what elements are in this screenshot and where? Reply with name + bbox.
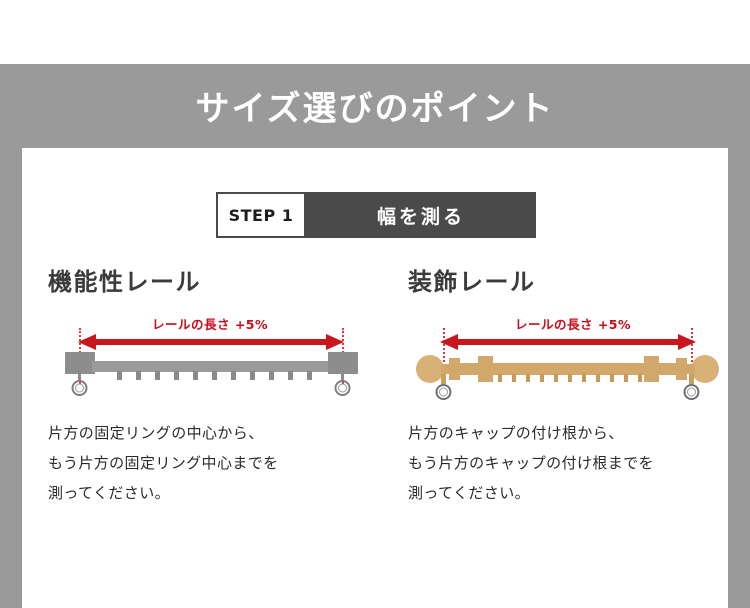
pole-ring: [512, 374, 516, 382]
measure-arrow-right: [440, 334, 696, 350]
measure-label-right: レールの長さ +5%: [514, 317, 632, 332]
caption-functional: 片方の固定リングの中心から、 もう片方の固定リング中心までを 測ってください。: [48, 418, 378, 508]
column-decorative-rail: 装飾レール レールの長さ +5%: [408, 266, 738, 508]
decorative-pole: [458, 363, 680, 375]
caption-line: 片方の固定リングの中心から、: [48, 424, 264, 442]
rail-hook: [193, 371, 198, 380]
step-number-badge: STEP 1: [216, 192, 306, 238]
rail-hook: [155, 371, 160, 380]
rail-end-cap-left: [65, 352, 95, 374]
caption-line: 片方のキャップの付け根から、: [408, 424, 624, 442]
pole-ring: [624, 374, 628, 382]
guide-line-right-end: [691, 328, 693, 378]
caption-line: もう片方のキャップの付け根までを: [408, 454, 654, 472]
diagram-decorative-rail: レールの長さ +5%: [408, 308, 738, 418]
pole-ring: [582, 374, 586, 382]
rail-hook: [212, 371, 217, 380]
measure-label-left: レールの長さ +5%: [151, 317, 269, 332]
caption-line: 測ってください。: [48, 484, 171, 502]
step-title-badge: 幅を測る: [306, 192, 536, 238]
pole-ring: [540, 374, 544, 382]
bracket-right: [676, 358, 687, 380]
pole-ring: [498, 374, 502, 382]
pole-ring: [526, 374, 530, 382]
column-heading-functional: 機能性レール: [48, 268, 201, 296]
finial-neck-right: [685, 364, 695, 374]
pole-ring: [638, 374, 642, 382]
rail-hook: [307, 371, 312, 380]
fixed-ring-left: [71, 370, 88, 396]
pole-ring: [610, 374, 614, 382]
fixed-ring-right: [334, 370, 351, 396]
cap-root-ring-left: [435, 374, 452, 400]
measure-arrow-left: [78, 334, 344, 350]
rail-hook: [136, 371, 141, 380]
pole-ring: [568, 374, 572, 382]
cap-root-ring-right: [683, 374, 700, 400]
bracket-left: [449, 358, 460, 380]
rail-end-cap-right: [328, 352, 358, 374]
column-heading-decorative: 装飾レール: [408, 268, 536, 296]
finial-ball-left: [416, 355, 444, 383]
rail-hook: [174, 371, 179, 380]
rail-hook: [250, 371, 255, 380]
rail-hook: [288, 371, 293, 380]
rail-bar: [92, 361, 332, 372]
pole-ring: [554, 374, 558, 382]
finial-ball-right: [691, 355, 719, 383]
pole-ring: [596, 374, 600, 382]
rail-hook: [231, 371, 236, 380]
rail-hook: [117, 371, 122, 380]
finial-neck-left: [441, 364, 451, 374]
caption-line: もう片方の固定リング中心までを: [48, 454, 279, 472]
rail-hook: [269, 371, 274, 380]
column-functional-rail: 機能性レール レールの長さ +5%: [48, 266, 378, 508]
caption-decorative: 片方のキャップの付け根から、 もう片方のキャップの付け根までを 測ってください。: [408, 418, 738, 508]
content-panel: STEP 1 幅を測る 機能性レール レールの長さ +5%: [22, 148, 728, 608]
step-bar: STEP 1 幅を測る: [216, 192, 536, 238]
guide-line-right-start: [443, 328, 445, 378]
diagram-functional-rail: レールの長さ +5%: [48, 308, 378, 418]
caption-line: 測ってください。: [408, 484, 531, 502]
page-title: サイズ選びのポイント: [195, 89, 555, 129]
